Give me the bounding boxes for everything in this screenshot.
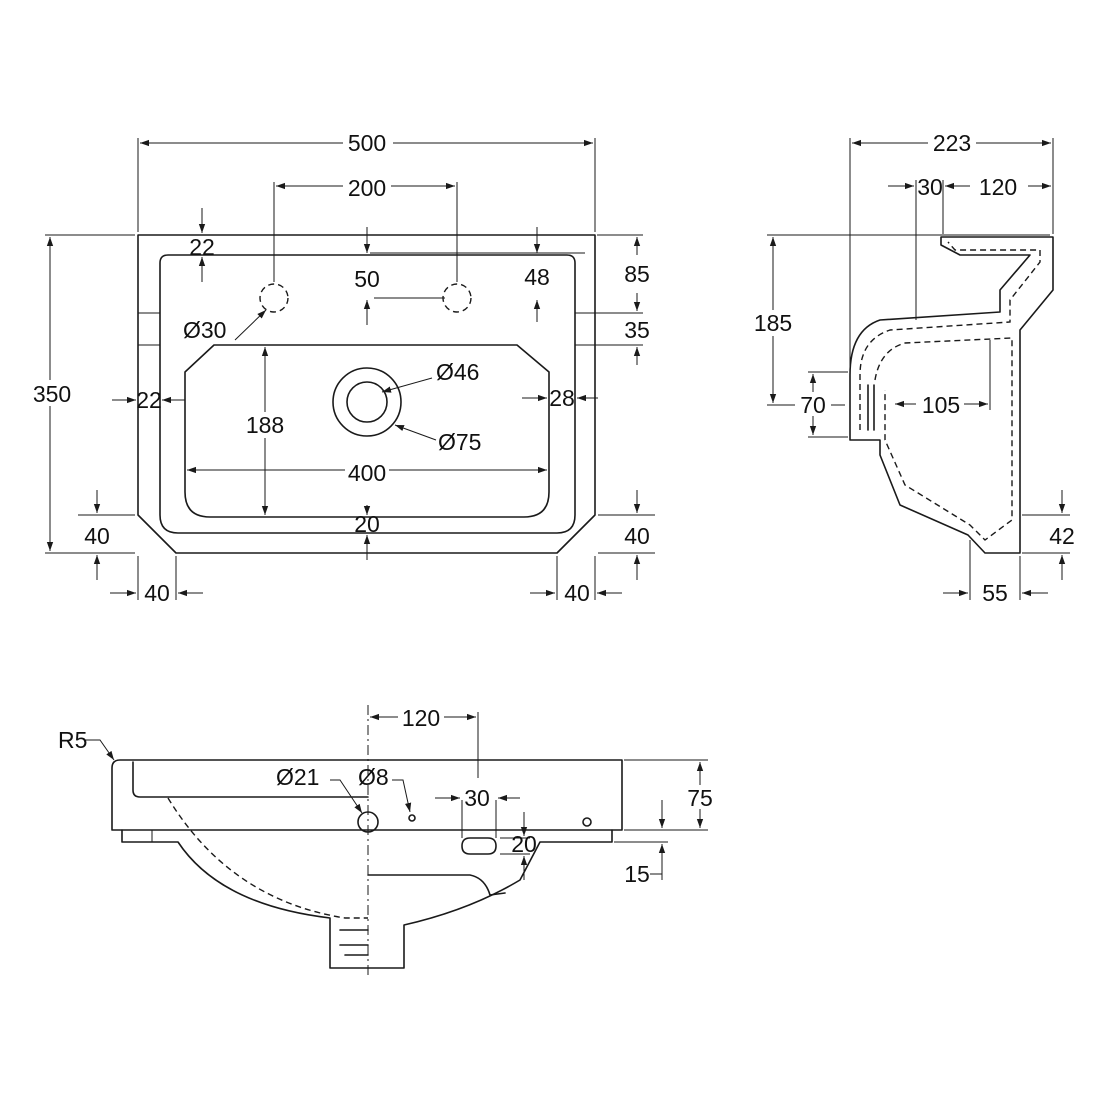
dim-left-corner: 40 [84,523,110,549]
label-overflow-dia: Ø8 [358,764,389,790]
dim-bottom-left: 40 [144,580,170,606]
front-pin-hole [582,817,592,827]
dim-center-offset: 120 [402,705,440,731]
label-tap-hole: Ø30 [183,317,226,343]
dim-width: 500 [348,130,386,156]
dim-hole-to-edge: 50 [354,266,380,292]
side-profile-inner [859,241,1041,430]
side-bowl-inner [874,337,1013,541]
plan-rim [159,254,576,534]
tap-hole-right [442,283,472,313]
label-waste-inner: Ø46 [436,359,479,385]
label-waste-dia: Ø21 [276,764,319,790]
dim-overflow: 70 [800,392,826,418]
dim-right-corner: 40 [624,523,650,549]
dim-slot-width: 30 [464,785,490,811]
dim-rim-height: 75 [687,785,713,811]
dim-rim-step: 15 [624,861,650,887]
waste-outer-ring [332,367,402,437]
dim-bowl-width: 400 [348,460,386,486]
dim-side-height: 185 [754,310,792,336]
dim-faucet-spacing: 200 [348,175,386,201]
dim-slot-height: 20 [511,831,537,857]
dim-back-offset: 30 [917,174,943,200]
dim-left-margin: 22 [136,387,162,413]
dim-bottom-right: 40 [564,580,590,606]
front-bowl-inner [167,797,368,919]
side-view: 223 30 120 185 70 105 42 [750,128,1075,606]
dim-lip: 42 [1049,523,1075,549]
dim-right-margin: 28 [549,385,575,411]
side-overflow [867,384,875,431]
label-waste-outer: Ø75 [438,429,481,455]
dim-front-margin: 20 [354,511,380,537]
dim-right-mid: 35 [624,317,650,343]
front-waste-hole [357,811,379,833]
front-rim-inner [132,761,369,798]
dim-hole-to-edge-right: 48 [524,264,550,290]
dim-top-offset: 22 [189,234,215,260]
dim-depth: 223 [933,130,971,156]
dim-height: 350 [33,381,71,407]
front-overflow-slot [461,837,497,855]
dim-right-top: 85 [624,261,650,287]
side-profile-outer [849,236,1054,554]
plan-view: 500 200 350 22 50 48 85 35 [30,128,655,606]
plan-bowl [184,344,550,518]
front-small-hole [408,814,416,822]
plan-outline [137,234,596,554]
tap-hole-left [259,283,289,313]
dim-lip-width: 55 [982,580,1008,606]
front-view: R5 120 Ø21 Ø8 30 20 75 15 [58,705,718,975]
waste-inner-ring [346,381,388,423]
front-base [121,829,613,969]
front-rim [111,759,623,831]
label-radius: R5 [58,727,87,753]
dim-bowl-height: 188 [246,412,284,438]
dim-bowl-depth: 105 [922,392,960,418]
dim-front-offset: 120 [979,174,1017,200]
